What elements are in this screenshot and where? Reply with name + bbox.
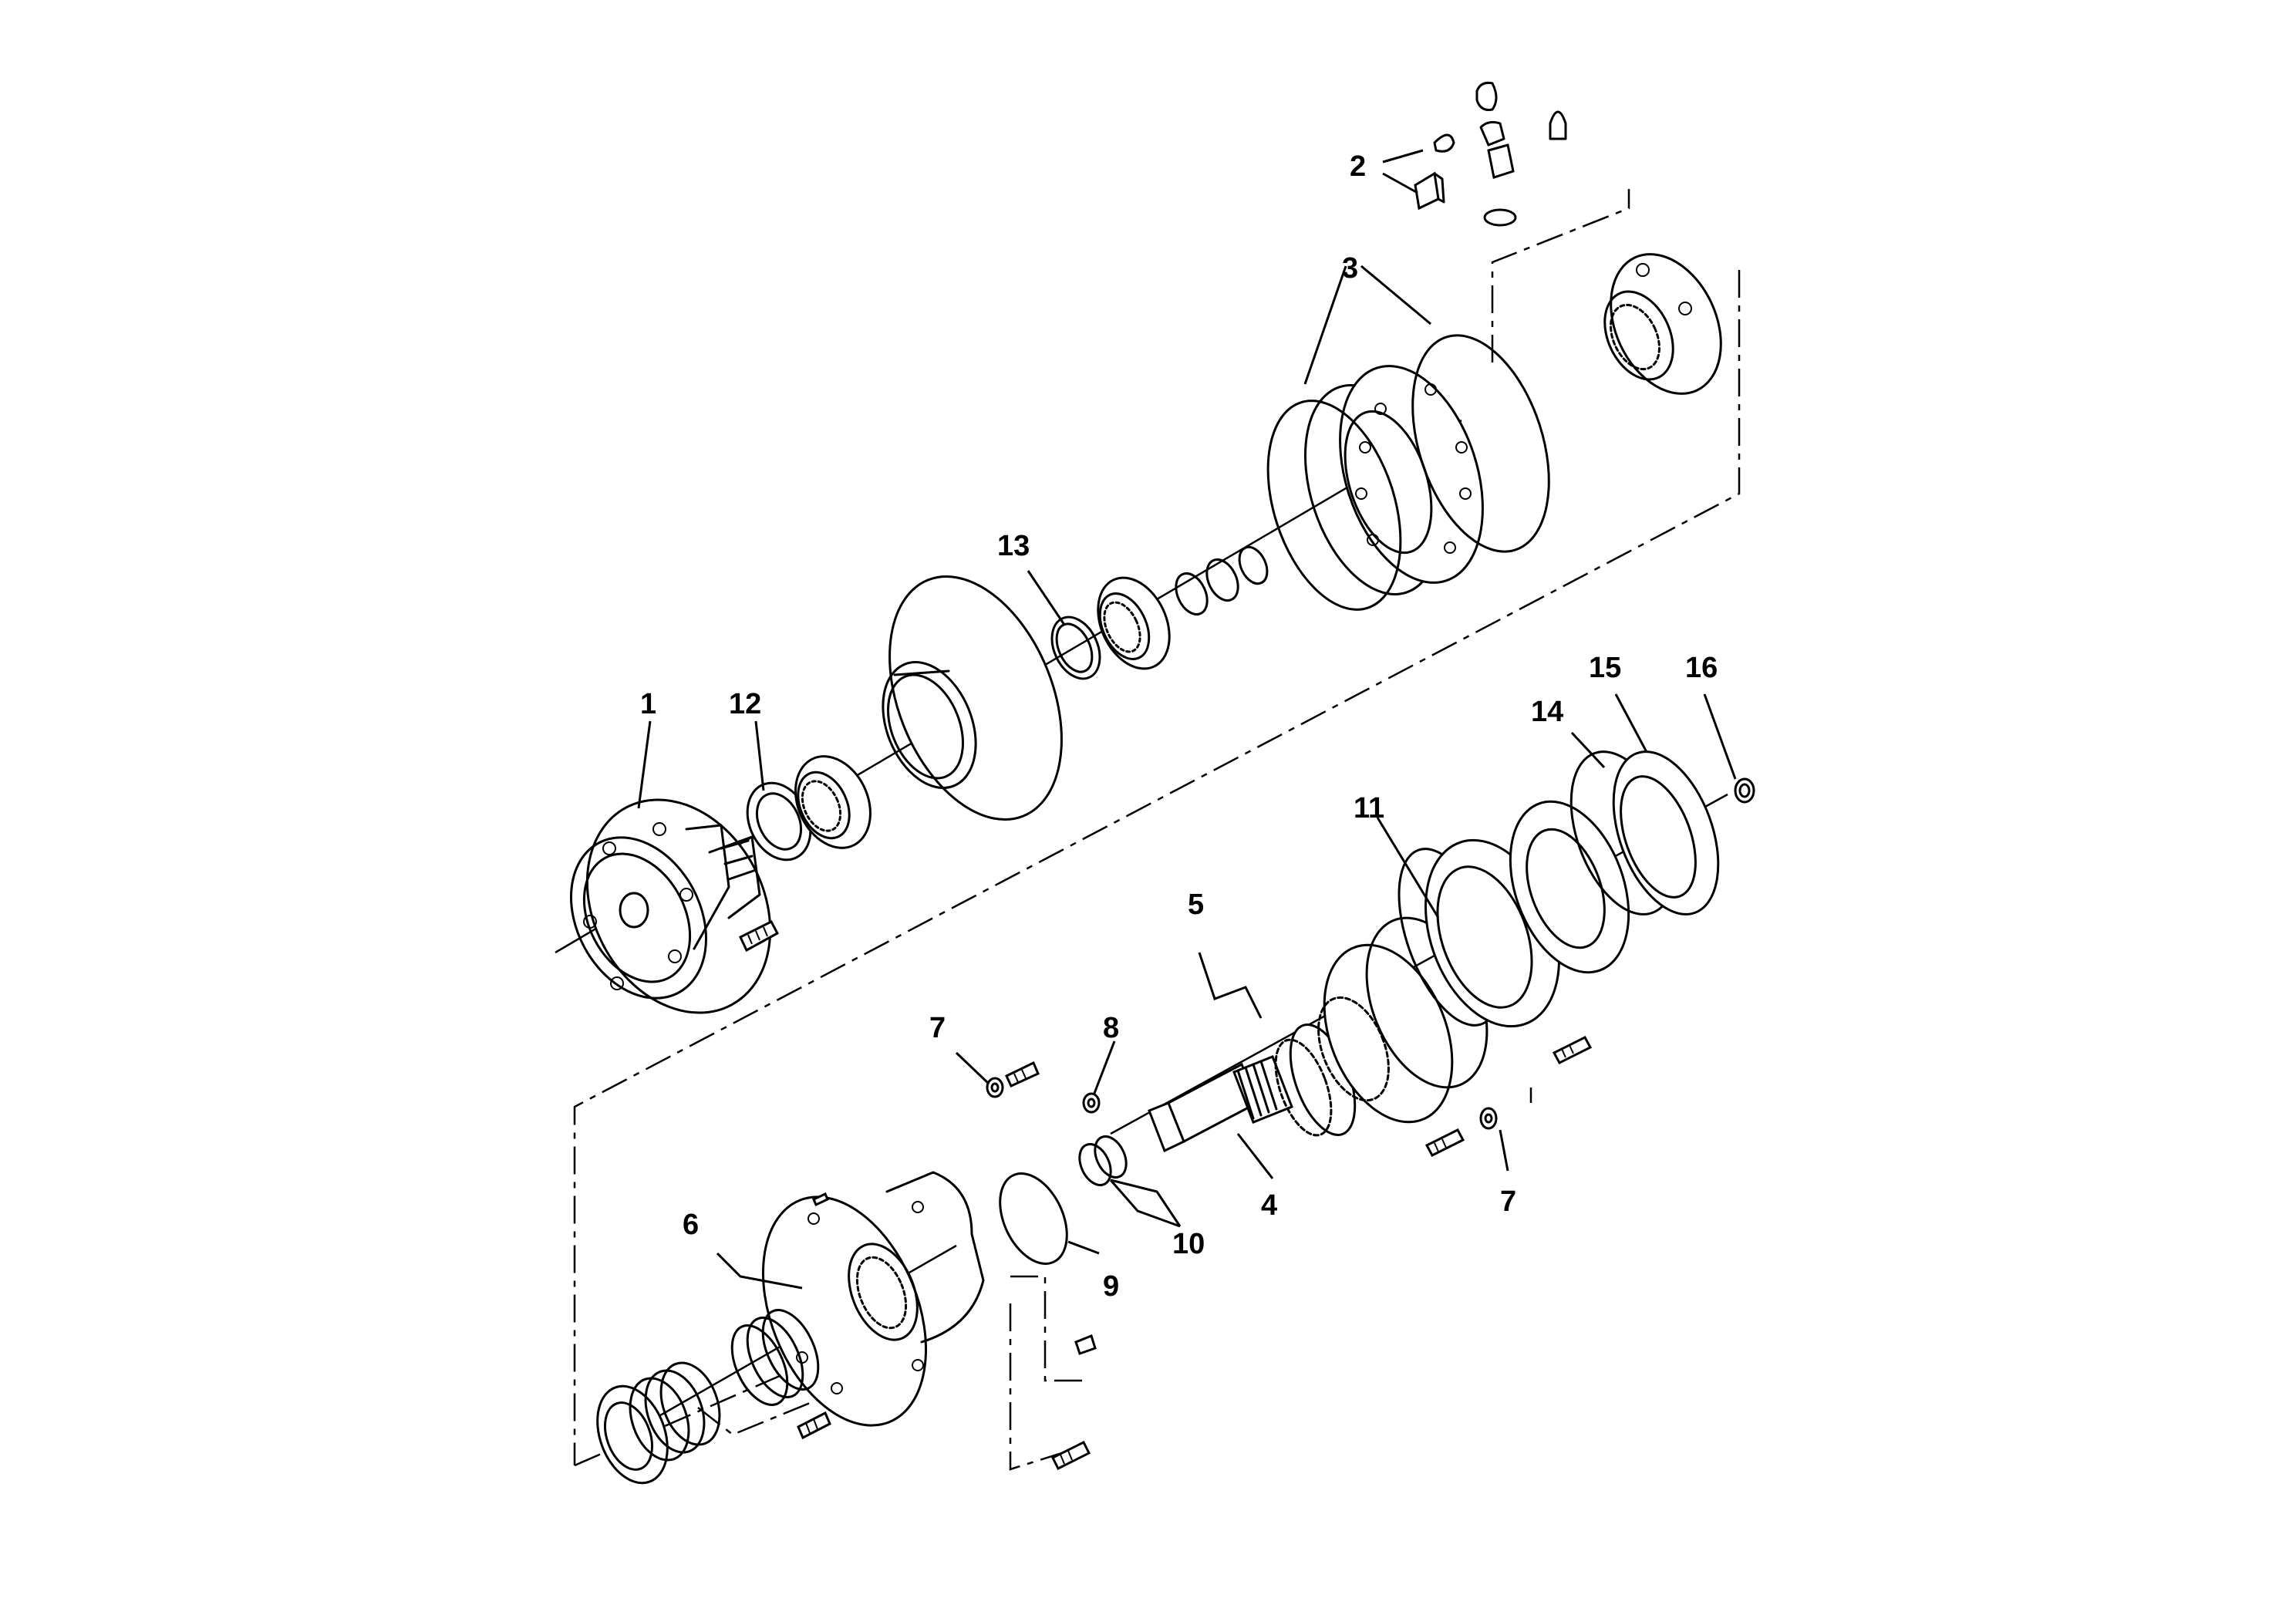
callout-9: 9 [1103, 1270, 1119, 1303]
bolt-housing-long [1050, 1440, 1091, 1471]
callout-10: 10 [1172, 1228, 1205, 1260]
bolt-housing-small [1074, 1334, 1097, 1355]
bolt-right [1552, 1036, 1593, 1064]
callout-2: 2 [1350, 150, 1366, 183]
callout-14: 14 [1531, 696, 1563, 728]
ring-gear-housing [1303, 365, 1484, 595]
callout-12: 12 [729, 688, 761, 720]
callout-7b: 7 [1500, 1185, 1516, 1218]
roller-bearing-small [794, 755, 872, 849]
spring-6 [730, 1309, 820, 1406]
callout-5: 5 [1188, 889, 1204, 921]
callout-1: 1 [640, 688, 656, 720]
callout-16: 16 [1685, 652, 1718, 684]
callout-7a: 7 [929, 1012, 946, 1044]
small-parts-2 [1414, 82, 1567, 227]
end-cap-valve [596, 1361, 721, 1485]
brake-piston-stack [1397, 800, 1630, 1028]
washer-7b [1479, 1107, 1498, 1130]
leader-lines [637, 149, 1737, 1290]
callout-3: 3 [1342, 252, 1358, 285]
roller-bearing-large [1097, 576, 1171, 670]
cover-15 [1612, 750, 1720, 916]
drive-shaft [1148, 1055, 1293, 1153]
o-ring-9 [999, 1172, 1068, 1265]
o-ring-3b [1411, 334, 1550, 553]
bolt-center-right [1424, 1128, 1465, 1157]
washer-7a [986, 1077, 1004, 1098]
callout-13: 13 [997, 530, 1030, 562]
bolt-7a [1005, 1061, 1040, 1088]
washer-8 [1082, 1092, 1101, 1114]
callout-11: 11 [1354, 792, 1384, 824]
motor-housing [762, 1171, 985, 1427]
planet-carrier [1274, 916, 1489, 1137]
callout-15: 15 [1589, 652, 1621, 684]
rings-10 [1078, 1135, 1128, 1186]
flange-bolt [739, 920, 780, 953]
hub-housing [882, 575, 1063, 821]
callout-8: 8 [1103, 1012, 1119, 1044]
output-flange [569, 798, 772, 1014]
dowel-pin [812, 1192, 829, 1207]
brake-block [1603, 253, 1722, 395]
callout-labels: 1 2 3 4 5 6 7 7 8 9 10 11 12 13 14 15 16 [640, 150, 1718, 1303]
callout-4: 4 [1261, 1189, 1277, 1222]
small-spring [797, 1411, 831, 1440]
o-ring-3a [1266, 400, 1402, 611]
plug-16 [1734, 777, 1755, 804]
callout-6: 6 [683, 1209, 699, 1241]
shim-rings [1175, 545, 1269, 615]
